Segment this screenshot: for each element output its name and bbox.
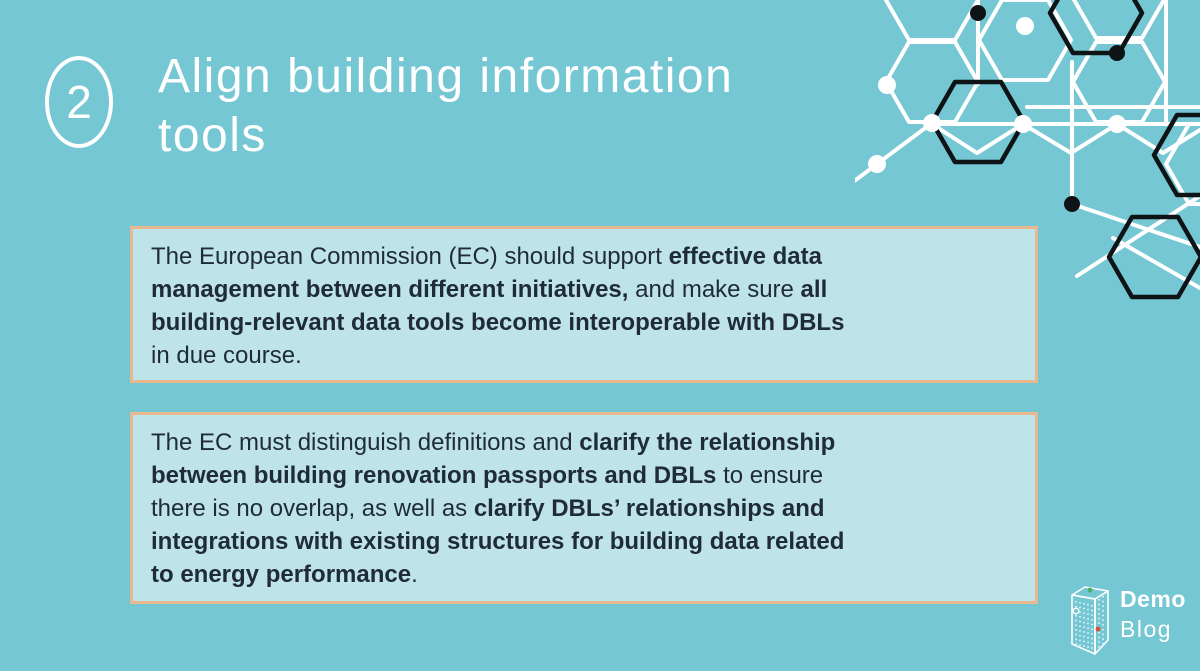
recommendation-box-1: The European Commission (EC) should supp…	[130, 226, 1038, 383]
logo-text-demo: Demo	[1120, 586, 1186, 612]
demo-blog-logo: Demo Blog	[1066, 582, 1192, 662]
building-icon	[1071, 586, 1109, 655]
title-line-2: tools	[158, 108, 267, 162]
text-line: The European Commission (EC) should supp…	[151, 243, 822, 270]
text-line: between building renovation passports an…	[151, 462, 824, 489]
text-line: to energy performance.	[151, 561, 418, 588]
text-line: building-relevant data tools become inte…	[151, 309, 845, 336]
text-line: there is no overlap, as well as clarify …	[151, 495, 825, 522]
text-line: management between different initiatives…	[151, 276, 828, 303]
logo-text-blog: Blog	[1120, 616, 1173, 642]
title-line-1: Align building information	[158, 50, 734, 103]
text-line: integrations with existing structures fo…	[151, 528, 845, 555]
text-line: The EC must distinguish definitions and …	[151, 429, 836, 456]
recommendation-box-2: The EC must distinguish definitions and …	[130, 412, 1038, 604]
step-number: 2	[66, 76, 92, 128]
step-number-badge: 2	[45, 56, 113, 148]
text-line: in due course.	[151, 342, 302, 369]
